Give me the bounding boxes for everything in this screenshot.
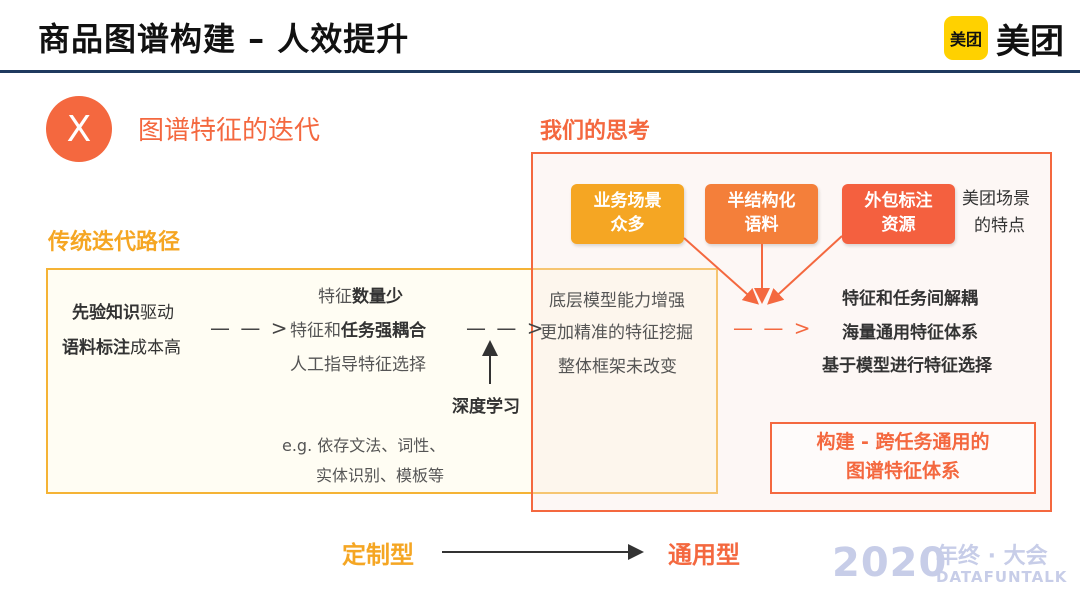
trad-col2-line1-pre: 特征 xyxy=(318,287,352,307)
result-line3: 基于模型进行特征选择 xyxy=(822,356,992,376)
result-line2: 海量通用特征体系 xyxy=(842,323,978,343)
traditional-path-box xyxy=(46,268,718,494)
card2-line1: 半结构化 xyxy=(727,191,796,212)
trad-col2-line2-pre: 特征和 xyxy=(290,321,341,341)
trad-col2-line1-bold: 数量少 xyxy=(352,287,403,307)
dashed-arrow-2: — — > xyxy=(466,316,546,340)
trad-col2-line2-bold: 任务强耦合 xyxy=(341,321,426,341)
trad-col1-line2-bold: 语料标注 xyxy=(62,338,130,358)
trad-col2-line3: 人工指导特征选择 xyxy=(290,355,426,375)
trad-col1-line2: 语料标注成本高 xyxy=(62,333,181,358)
meituan-logo-icon: 美团 xyxy=(944,16,988,60)
trad-col2-line1: 特征数量少 xyxy=(318,282,403,307)
deep-learning-label: 深度学习 xyxy=(452,397,520,417)
header-divider xyxy=(0,70,1080,73)
dashed-arrow-3: — — > xyxy=(733,316,813,340)
example-line1: e.g. 依存文法、词性、 xyxy=(282,436,446,455)
result-box-text: 构建 - 跨任务通用的 图谱特征体系 xyxy=(770,428,1036,487)
meituan-logo-text: 美团 xyxy=(996,22,1064,62)
generic-type-label: 通用型 xyxy=(668,541,740,569)
result-line1: 特征和任务间解耦 xyxy=(842,289,978,309)
trad-col3-line3: 整体框架未改变 xyxy=(558,357,677,377)
page-title: 商品图谱构建 – 人效提升 xyxy=(38,20,410,58)
watermark-year: 2020 xyxy=(832,540,948,586)
meituan-feature-label: 美团场景 的特点 xyxy=(962,186,1030,240)
card1-line1: 业务场景 xyxy=(593,191,662,212)
card-outsourced-labeling: 外包标注资源 xyxy=(842,184,955,244)
section-marker: X xyxy=(46,96,112,162)
trad-col3-line2: 更加精准的特征挖掘 xyxy=(540,323,693,343)
custom-type-label: 定制型 xyxy=(342,541,414,569)
arrow-card1-to-center xyxy=(683,237,759,305)
dashed-arrow-1: — — > xyxy=(210,316,290,340)
arrow-card3-to-center xyxy=(767,235,843,305)
watermark-event-en: DATAFUNTALK xyxy=(936,568,1068,586)
trad-col1-line2-rest: 成本高 xyxy=(130,338,181,358)
trad-col1-line1-bold: 先验知识 xyxy=(72,303,140,323)
traditional-label: 传统迭代路径 xyxy=(48,230,181,255)
section-subtitle: 图谱特征的迭代 xyxy=(138,116,321,146)
card-business-scenarios: 业务场景众多 xyxy=(571,184,684,244)
result-box-line1: 构建 - 跨任务通用的 xyxy=(816,431,990,453)
card3-line2: 资源 xyxy=(881,215,916,235)
card-semi-structured: 半结构化语料 xyxy=(705,184,818,244)
feature-line2: 的特点 xyxy=(974,216,1025,237)
feature-line1: 美团场景 xyxy=(962,189,1030,209)
thinking-label: 我们的思考 xyxy=(540,119,651,144)
trad-col3-line1: 底层模型能力增强 xyxy=(549,291,685,311)
card2-line2: 语料 xyxy=(744,215,779,235)
trad-col1-line1: 先验知识驱动 xyxy=(72,298,174,323)
result-box-line2: 图谱特征体系 xyxy=(845,460,960,483)
trad-col2-line2: 特征和任务强耦合 xyxy=(290,316,426,341)
example-line2: 实体识别、模板等 xyxy=(316,466,445,485)
trad-col1-line1-rest: 驱动 xyxy=(140,303,174,323)
watermark-event-cn: 年终 · 大会 xyxy=(936,544,1048,569)
card1-line2: 众多 xyxy=(610,215,645,235)
card3-line1: 外包标注 xyxy=(864,191,933,212)
result-box xyxy=(770,422,1036,494)
